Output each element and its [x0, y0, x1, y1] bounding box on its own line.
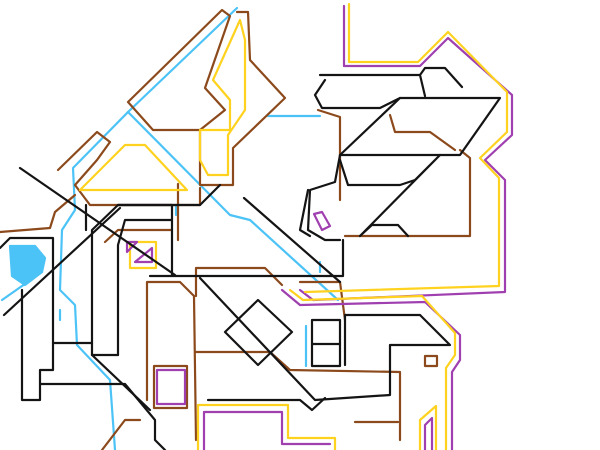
road-4 [90, 353, 152, 412]
road-7 [223, 298, 294, 367]
highway-south-edge [280, 288, 462, 450]
highway-loop-inner [202, 410, 332, 450]
boundary-8 [152, 364, 189, 410]
boundary-2 [198, 10, 287, 187]
purple-box [155, 368, 187, 406]
boundary-1 [126, 8, 232, 132]
road-layer [0, 66, 502, 450]
interchange-box [128, 240, 158, 270]
boundary-4 [0, 193, 77, 234]
purple-loop [312, 210, 332, 232]
road-1 [0, 236, 55, 402]
interchange-purple [125, 240, 154, 264]
road-9 [306, 66, 502, 242]
yellow-ring-2 [198, 18, 247, 177]
highway-layer [78, 2, 514, 450]
road-10 [338, 96, 442, 238]
road-diagonal-2 [2, 206, 122, 317]
yellow-ring-1 [78, 143, 189, 192]
road-11 [298, 188, 312, 238]
highway-north [303, 2, 509, 294]
highway-south-spur-edge [423, 416, 434, 450]
river-branch [126, 110, 340, 302]
highway-south-spur [418, 404, 438, 450]
road-diagonal-3 [242, 196, 342, 284]
road-5 [84, 183, 222, 232]
highway-loop-outer [196, 403, 337, 450]
water-pond [8, 244, 47, 287]
river [58, 6, 239, 450]
highway-north-edge [298, 4, 514, 302]
road-3 [90, 203, 174, 357]
road-2 [38, 341, 167, 450]
road-6 [148, 238, 452, 402]
stream [0, 270, 44, 302]
stream-2 [58, 203, 322, 368]
road-diagonal-1 [18, 166, 177, 277]
boundary-9 [100, 418, 142, 450]
road-8 [206, 318, 342, 412]
boundary-5 [103, 228, 174, 244]
boundary-10 [316, 108, 472, 238]
highway-south [288, 288, 457, 450]
water-layer [0, 6, 340, 450]
